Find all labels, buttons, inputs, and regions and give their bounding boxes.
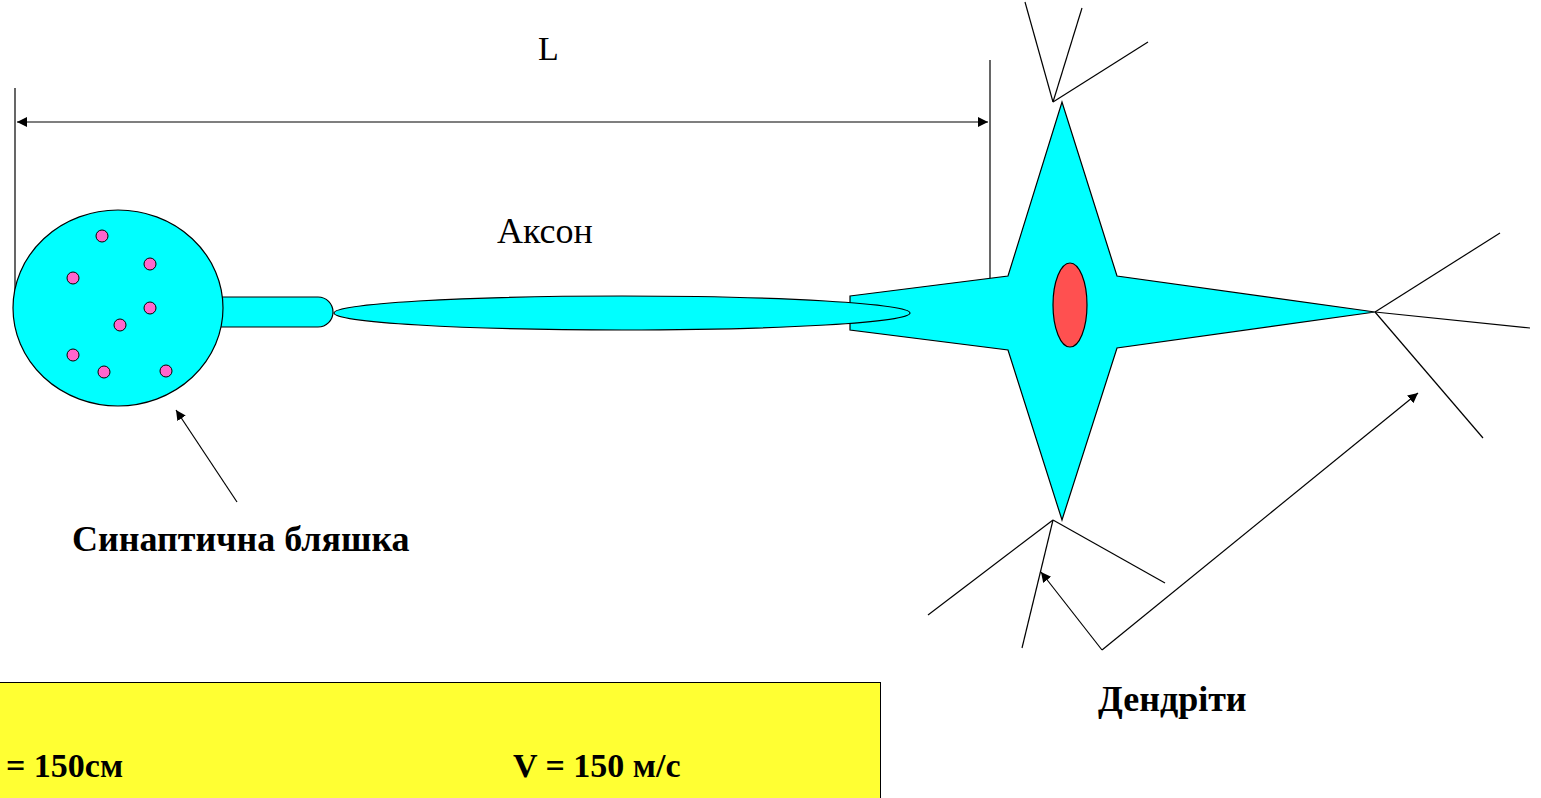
nucleus (1053, 263, 1087, 347)
leader-line (1102, 393, 1418, 650)
part-name: Аксон (497, 212, 593, 252)
extension-line (14, 88, 15, 310)
part-name: Синаптична бляшка (72, 520, 410, 560)
value-text: V = 150 м/с (513, 747, 681, 784)
dimension-line (17, 121, 988, 122)
extension-line (989, 60, 990, 280)
value-text: = 150см (6, 747, 123, 784)
leader-line (1041, 572, 1102, 650)
synaptic-vesicles (67, 230, 172, 378)
leader-line (176, 410, 237, 502)
axon-stub (207, 297, 333, 327)
cell-body (850, 102, 1375, 520)
axon (334, 296, 910, 330)
part-name: Дендріти (1098, 680, 1247, 720)
synaptic-knob (13, 210, 223, 406)
info-box: = 150см V = 150 м/с (0, 682, 881, 798)
dimension-label: L (538, 30, 559, 67)
